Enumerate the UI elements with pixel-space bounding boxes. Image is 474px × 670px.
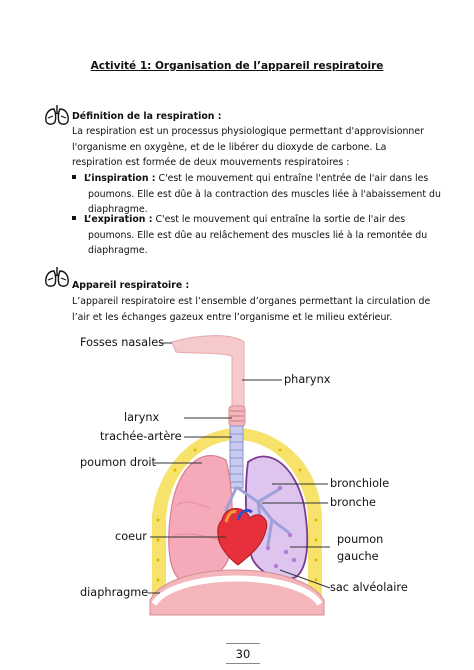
page-number: 30 <box>235 647 251 661</box>
section-heading-appareil: Appareil respiratoire : <box>72 280 190 291</box>
text-line: C'est le mouvement qui entraîne la sorti… <box>155 214 406 225</box>
trachea-rings <box>230 433 243 483</box>
larynx-rings <box>230 410 244 422</box>
label-pharynx: pharynx <box>284 373 331 386</box>
label-trachee: trachée-artère <box>100 430 182 443</box>
label-bronchiole: bronchiole <box>330 477 390 490</box>
bullet-icon <box>72 175 76 179</box>
page-number-rule-top <box>226 643 260 644</box>
text-line: l’air et les échanges gazeux entre l’org… <box>72 311 393 323</box>
label-bronche: bronche <box>330 496 376 509</box>
page-title: Activité 1: Organisation de l’appareil r… <box>90 60 384 72</box>
label-sac-alveolaire: sac alvéolaire <box>330 581 408 594</box>
label-fosses-nasales: Fosses nasales <box>80 336 165 349</box>
appareil-paragraph: L’appareil respiratoire est l’ensemble d… <box>72 294 430 325</box>
label-larynx: larynx <box>124 411 160 424</box>
text-line: L’appareil respiratoire est l’ensemble d… <box>72 296 431 307</box>
trachea-shape <box>229 425 244 489</box>
text-line: poumons. Elle est dûe au relâchement des… <box>88 229 428 241</box>
bronchi <box>224 486 290 547</box>
bullet-inspiration: L’inspiration : C'est le mouvement qui e… <box>72 171 441 218</box>
label-coeur: coeur <box>115 530 147 543</box>
section-heading-definition: Définition de la respiration : <box>72 111 222 122</box>
term-inspiration: L’inspiration : <box>84 173 156 184</box>
lungs-icon <box>45 267 69 287</box>
definition-paragraph: La respiration est un processus physiolo… <box>72 124 424 171</box>
lungs-icon <box>45 105 69 125</box>
text-line: C'est le mouvement qui entraîne l'entrée… <box>158 173 429 184</box>
bullet-expiration: L’expiration : C'est le mouvement qui en… <box>72 212 427 259</box>
label-poumon-gauche-2: gauche <box>337 550 379 563</box>
rib-dots <box>156 448 318 582</box>
text-line: respiration est formée de deux mouvement… <box>72 157 350 169</box>
text-line: l'organisme en oxygène, et de le libérer… <box>72 141 387 153</box>
heart <box>217 508 268 566</box>
label-diaphragme: diaphragme <box>80 586 149 599</box>
label-poumon-droit: poumon droit <box>80 456 156 469</box>
text-line: diaphragme. <box>88 245 148 257</box>
page-number-rule-bottom <box>226 663 260 664</box>
term-expiration: L’expiration : <box>84 214 153 225</box>
text-line: diaphragme. <box>88 204 148 216</box>
text-line: poumons. Elle est dûe à la contraction d… <box>88 188 441 200</box>
label-poumon-gauche-1: poumon <box>337 533 384 546</box>
nasal-cavity <box>171 335 245 407</box>
leader-lines <box>148 342 331 594</box>
text-line: La respiration est un processus physiolo… <box>72 126 424 137</box>
bullet-icon <box>72 216 76 220</box>
